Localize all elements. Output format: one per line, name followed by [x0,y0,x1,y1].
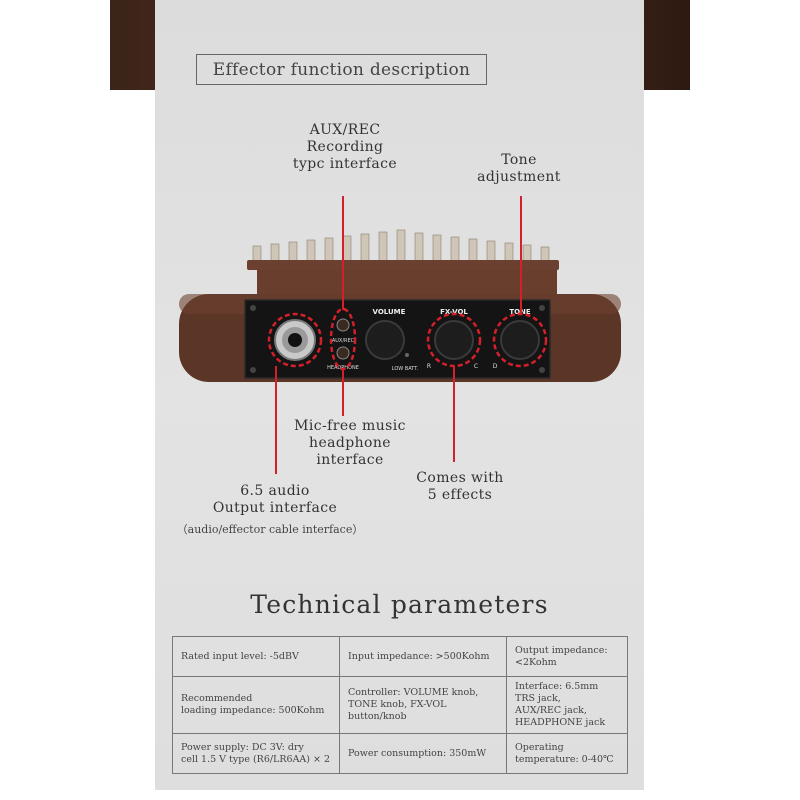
effector-device-illustration: AUX/REC HEADPHONE VOLUME FX-VOL TONE LOW… [179,229,621,382]
fxvol-label: FX-VOL [440,308,468,316]
tech-params-table: Rated input level: -5dBV Input impedance… [172,636,628,774]
callout-line: 6.5 audio [240,483,310,499]
callout-line: 5 effects [427,487,493,503]
c-label: C [474,363,478,370]
callout-line: adjustment [477,169,561,185]
table-row: Rated input level: -5dBV Input impedance… [172,636,628,677]
table-cell: Rated input level: -5dBV [172,636,340,677]
callout-line: typc interface [292,156,398,172]
callout-audio-out-note: （audio/effector cable interface） [176,523,364,536]
table-cell: Input impedance: >500Kohm [339,636,507,677]
table-row: Power supply: DC 3V: dry cell 1.5 V type… [172,733,628,774]
table-cell: Power consumption: 350mW [339,733,507,774]
table-cell: Recommended loading impedance: 500Kohm [172,676,340,734]
table-cell: Operating temperature: 0-40℃ [506,733,628,774]
callout-mic-free: Mic-free music headphone interface [280,418,420,469]
d-label: D [493,363,498,370]
upper-block [257,270,557,296]
line-aux-rec [342,196,344,310]
callout-audio-out: 6.5 audio Output interface [195,483,355,517]
line-mic-free [342,368,344,416]
callout-line: Tone [501,152,537,168]
line-audio-out [275,366,277,474]
highlight-output-jack [267,312,323,368]
table-cell: Controller: VOLUME knob, TONE knob, FX-V… [339,676,507,734]
callout-aux-rec: AUX/REC Recording typc interface [285,122,405,173]
callout-line: Recording [306,139,384,155]
callout-line: Mic-free music [294,418,406,434]
line-effects [453,366,455,462]
aux-rec-label: AUX/REC [332,338,355,344]
callout-line: Output interface [212,500,338,516]
r-label: R [427,363,431,370]
table-cell: Interface: 6.5mm TRS jack, AUX/REC jack,… [506,676,628,734]
highlight-tone [492,312,548,368]
tone-knob [500,320,540,360]
volume-label: VOLUME [373,308,406,316]
table-cell: Output impedance: <2Kohm [506,636,628,677]
tech-params-title: Technical parameters [250,590,549,619]
volume-knob [365,320,405,360]
screw-icon [539,305,545,311]
table-row: Recommended loading impedance: 500Kohm C… [172,676,628,734]
low-batt-led [405,353,409,357]
line-tone [520,196,522,314]
callout-effects: Comes with 5 effects [400,470,520,504]
bridge [247,260,559,270]
effector-title: Effector function description [212,59,471,80]
headphone-jack [336,346,350,360]
fxvol-knob [434,320,474,360]
aux-rec-jack [336,318,350,332]
callout-line: headphone [309,435,391,451]
table-cell: Power supply: DC 3V: dry cell 1.5 V type… [172,733,340,774]
screw-icon [250,367,256,373]
screw-icon [250,305,256,311]
low-batt-label: LOW BATT. [392,366,419,372]
callout-tone: Tone adjustment [463,152,575,186]
callout-line: Comes with [416,470,504,486]
callout-line: interface [316,452,384,468]
section-title-box: Effector function description [196,54,487,85]
screw-icon [539,367,545,373]
callout-line: AUX/REC [309,122,381,138]
